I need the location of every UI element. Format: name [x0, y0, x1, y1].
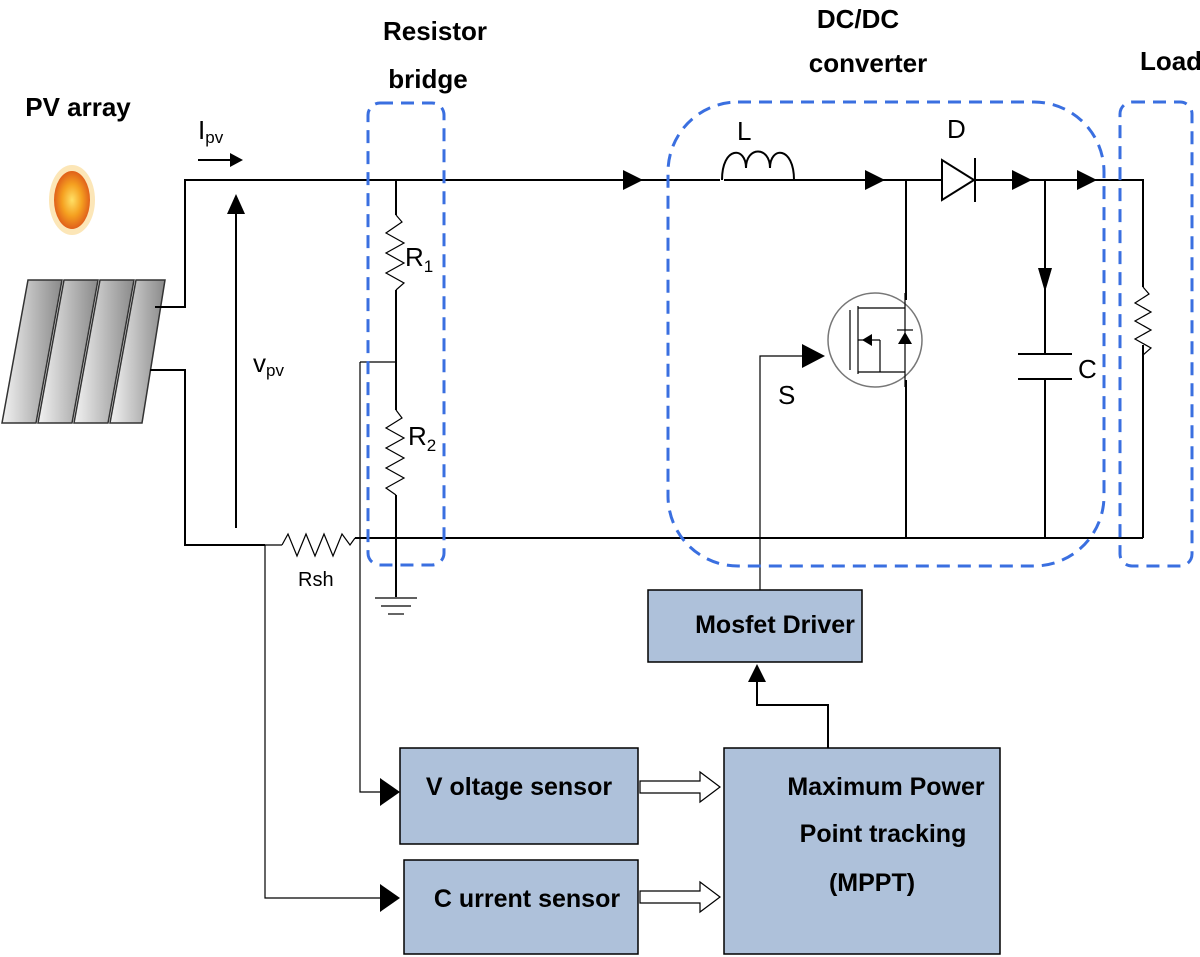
main-wiring: [150, 179, 1144, 546]
load-resistor: [1133, 180, 1153, 538]
capacitor-c: [1018, 180, 1072, 538]
capacitor-label: C: [1078, 354, 1097, 384]
resistor-r2: [384, 362, 406, 538]
dcdc-title-line1: DC/DC: [817, 4, 900, 34]
inductor-label: L: [737, 116, 751, 146]
load-group: [1118, 100, 1194, 568]
pv-array-title: PV array: [25, 92, 131, 122]
mppt-block: [723, 747, 1001, 955]
voltage-to-mppt-arrow: [639, 770, 721, 804]
diode-d: [941, 158, 976, 202]
resistor-r1: [384, 180, 406, 362]
flow-arrowheads: [623, 170, 1097, 292]
vpv-label: vpv: [253, 348, 284, 380]
solar-panel-icon: [1, 279, 166, 424]
r2-label: R2: [408, 421, 436, 455]
sun-icon: [49, 165, 95, 235]
voltage-sensor-label: V oltage sensor: [426, 773, 612, 801]
diode-label: D: [947, 114, 966, 144]
gate-wire: [759, 344, 825, 590]
mppt-label-line3: (MPPT): [829, 869, 915, 897]
r1-label: R1: [405, 242, 433, 276]
mppt-label-line1: Maximum Power: [787, 773, 985, 801]
inductor-l: [720, 150, 795, 182]
resistor-bridge-title-line2: bridge: [388, 64, 467, 94]
ipv-current-arrow: [198, 153, 243, 167]
resistor-bridge-title-line1: Resistor: [383, 16, 487, 46]
current-sense-wire: [264, 545, 400, 912]
mppt-label-line2: Point tracking: [800, 820, 967, 848]
resistor-bridge-group: [366, 101, 446, 567]
rsh-label: Rsh: [298, 569, 334, 591]
dcdc-converter-group: [666, 100, 1106, 568]
mppt-to-driver-arrow: [748, 664, 829, 748]
load-title: Load: [1140, 46, 1200, 76]
voltage-sense-wire: [359, 362, 400, 806]
current-sensor-block: [403, 859, 639, 955]
ground-icon: [375, 538, 417, 615]
mosfet-driver-label: Mosfet Driver: [695, 611, 855, 639]
mosfet-driver-block: [647, 589, 863, 663]
vpv-voltage-arrow: [227, 194, 245, 528]
dcdc-title-line2: converter: [809, 48, 928, 78]
voltage-sensor-block: [399, 747, 639, 845]
current-sensor-label: C urrent sensor: [434, 885, 620, 913]
shunt-resistor-rsh: [265, 532, 356, 558]
mosfet-switch: [827, 180, 923, 538]
current-to-mppt-arrow: [639, 880, 721, 914]
ipv-label: Ipv: [198, 115, 224, 147]
switch-label: S: [778, 380, 795, 410]
